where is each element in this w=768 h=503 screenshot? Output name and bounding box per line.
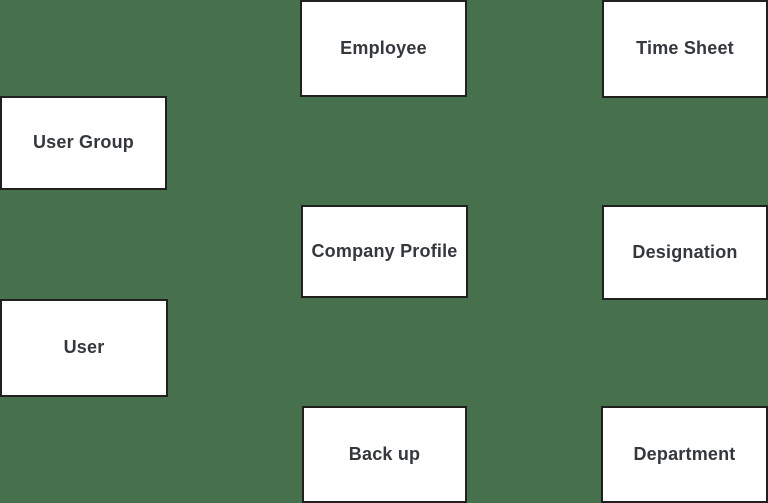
node-time-sheet-label: Time Sheet (636, 38, 734, 59)
node-back-up-label: Back up (348, 443, 421, 464)
node-department-label: Department (633, 443, 736, 464)
node-company-profile[interactable]: Company Profile (301, 205, 468, 298)
node-designation[interactable]: Designation (602, 205, 768, 300)
node-user-group[interactable]: User Group (0, 96, 167, 190)
node-employee-label: Employee (340, 37, 427, 58)
node-back-up[interactable]: Back up (302, 406, 467, 503)
node-user[interactable]: User (0, 299, 168, 397)
node-department[interactable]: Department (601, 406, 768, 503)
node-user-label: User (63, 337, 105, 358)
node-company-profile-label: Company Profile (311, 240, 458, 261)
node-user-group-label: User Group (32, 132, 135, 153)
node-employee[interactable]: Employee (300, 0, 467, 97)
node-designation-label: Designation (632, 241, 738, 262)
node-time-sheet[interactable]: Time Sheet (602, 0, 768, 98)
